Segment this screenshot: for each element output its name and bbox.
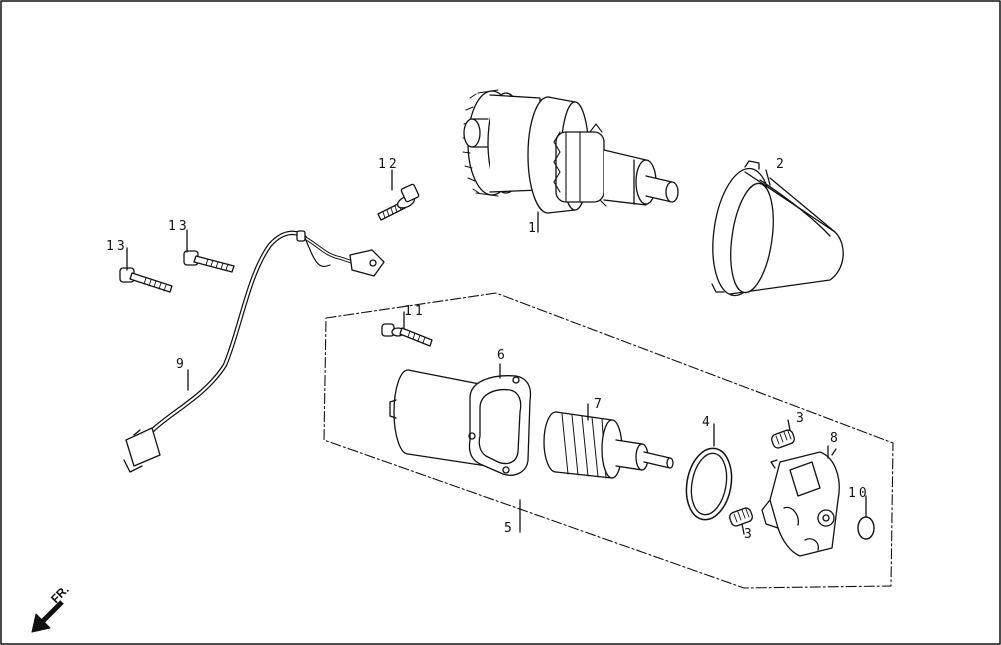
part-9-wire-harness [123,230,385,473]
part-8-brush-holder [761,445,840,557]
part-13-bolt-lower [119,247,173,293]
callout-13-lower: 13 [106,239,128,254]
callout-9: 9 [176,357,187,372]
part-3-spring-lower [729,507,753,535]
part-2-cone-cover [711,160,844,297]
part-13-bolt-upper [183,229,235,273]
leader-line [787,419,791,431]
callout-10: 10 [848,486,870,501]
callout-7: 7 [594,397,605,412]
leader-line [741,523,745,535]
callout-2: 2 [776,157,787,172]
callout-6: 6 [497,348,508,363]
callout-5: 5 [504,521,515,536]
callout-11: 11 [404,304,426,319]
callout-13-upper: 13 [168,219,190,234]
callout-8: 8 [830,431,841,446]
part-1-starter-clutch-gear [462,89,679,233]
callout-1: 1 [528,221,539,236]
arrow-down-left-icon [31,600,64,633]
assembly-boundary-part-5 [323,292,894,589]
part-3-spring-upper [771,419,795,449]
part-6-motor-housing [389,363,532,476]
leader-line [765,169,771,186]
part-4-o-ring [685,423,733,521]
callout-4: 4 [702,415,713,430]
callout-3-upper: 3 [796,411,807,426]
callout-3-lower: 3 [744,527,755,542]
part-7-armature [543,403,674,479]
part-12-bolt-washer [377,169,420,221]
part-11-small-bolt [381,311,433,347]
callout-12: 12 [378,157,400,172]
part-10-snap-ring [857,495,875,540]
